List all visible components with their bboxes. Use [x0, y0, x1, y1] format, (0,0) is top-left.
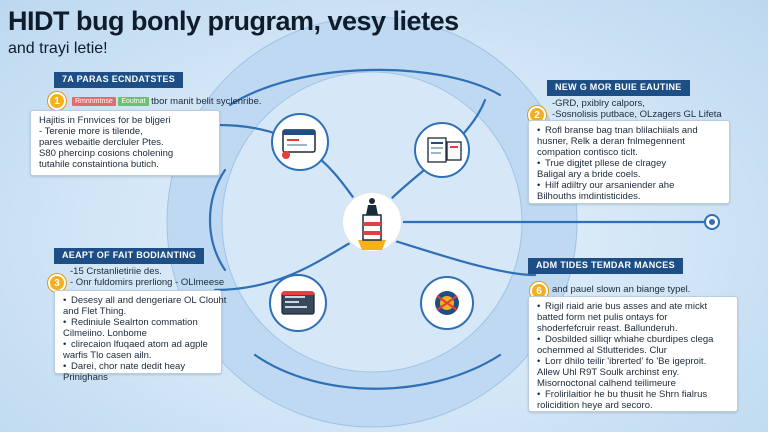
list-item: - Terenie more is tilende, [39, 126, 143, 137]
list-item: warfis Tlo casen ailn. [63, 350, 152, 361]
list-item: shoderfefcruir reast. Ballunderuh. [537, 323, 678, 334]
card-top-right: Rofl branse bag tnan blilachiials and hu… [528, 120, 730, 204]
connector-end-dot [709, 219, 715, 225]
list-item: clirecaion lfuqaed atom ad agple [63, 339, 213, 350]
connector-bottom-left [213, 238, 357, 292]
list-item: tutahile constaintiona butich. [39, 159, 159, 170]
list-item: Hajitis in Fnnvices for be bljgeri [39, 115, 171, 126]
step-badge-2: 2 [528, 106, 546, 124]
list-item: Rigil riaid arie bus asses and ate mickt [537, 301, 729, 312]
list-item: rolicidition heye ard secoro. [537, 400, 653, 411]
list-item: S80 phercinp cosions cholening [39, 148, 174, 159]
list-item: Dosbilded silliqr whiahe cburdipes clega [537, 334, 729, 345]
lighthouse-icon [358, 198, 386, 250]
connector-bottom-arc [253, 353, 502, 390]
documents-icon [427, 137, 462, 163]
list-item: ochemmed al Stlutterides. Clur [537, 345, 667, 356]
section-label-top-left: 7A PARAS ECNDATSTES [54, 72, 184, 88]
section-label-top-right: NEW G MOR BUIE EAUTINE [547, 80, 690, 96]
list-item: Bilhouths imdintisticides. [537, 191, 641, 202]
step-badge-1: 1 [48, 92, 66, 110]
connector-top-arc [228, 68, 502, 107]
list-item: pares webaitle dercluler Ptes. [39, 137, 164, 148]
list-item: Baligal ary a bride coels. [537, 169, 641, 180]
section-header-text: tbor manit belit syclenribe. [151, 96, 262, 107]
list-item: True digjtet pllese de clragey [537, 158, 721, 169]
tag-pill-red: Rmnnmtnse [72, 96, 116, 106]
browser-window-icon [282, 129, 316, 159]
list-item: Lorr dhilo teilir 'ibrerted' fo 'Be igep… [537, 356, 729, 367]
section-header-bottom-right: and pauel slown an biange typel. [552, 284, 691, 295]
list-item: Rofl branse bag tnan blilachiials and [537, 125, 721, 136]
list-item: husner, Relk a deran fnlmegennent [537, 136, 685, 147]
connector-bottom-right [390, 238, 537, 277]
section-header-top-left: Rmnnmtnse Eoutnat tbor manit belit sycle… [72, 96, 262, 107]
list-item: Rediniule Sealrton commation [63, 317, 213, 328]
header-line: -GRD, pxiblry calpors, [552, 98, 645, 109]
terminal-icon [281, 291, 315, 315]
header-line: - Onr fuldomirs prerliong - OLlmeese [70, 277, 225, 288]
tag-pill-green: Eoutnat [118, 96, 149, 106]
connector-left-arc [209, 168, 227, 272]
list-item: Prinighans [63, 372, 108, 383]
header-line: -Sosnolisis putbace, OLzagers GL Lifeta [552, 109, 722, 120]
list-item: Allew Uhl R9T Soulk archinst eny. [537, 367, 680, 378]
card-bottom-left: Desesy all and dengeriare OL Clouht and … [54, 290, 226, 383]
list-item: batted form net pulis ontays for [537, 312, 668, 323]
emblem-icon [435, 291, 459, 315]
list-item: Misornoctonal calhend teilimeure [537, 378, 676, 389]
list-item: Darei, chor nate dedit heay [63, 361, 213, 372]
list-item: and Flet Thing. [63, 306, 127, 317]
section-label-bottom-left: AEAPT OF FAIT BODIANTING [54, 248, 205, 264]
list-item: Cilmeiino. Lonbome [63, 328, 147, 339]
section-header-bottom-left: -15 Crstanlietiriie des. - Onr fuldomirs… [70, 266, 224, 288]
list-item: compation contisco ticlt. [537, 147, 638, 158]
page-subtitle: and trayi letie! [8, 40, 108, 57]
section-header-top-right: -GRD, pxiblry calpors, -Sosnolisis putba… [552, 98, 722, 120]
list-item: Desesy all and dengeriare OL Clouht [63, 295, 226, 306]
card-top-left: Hajitis in Fnnvices for be bljgeri - Ter… [30, 110, 220, 176]
page-title: HIDT bug bonly prugram, vesy lietes [8, 6, 459, 36]
header-line: -15 Crstanlietiriie des. [70, 266, 162, 277]
list-item: Hilf adiltry our arsaniender ahe [537, 180, 721, 191]
section-label-bottom-right: ADM TIDES TEMDAR MANCES [528, 258, 683, 274]
list-item: Frolirilaitior he bu thusit he Shrn fial… [537, 389, 729, 400]
card-bottom-right: Rigil riaid arie bus asses and ate mickt… [528, 296, 738, 412]
